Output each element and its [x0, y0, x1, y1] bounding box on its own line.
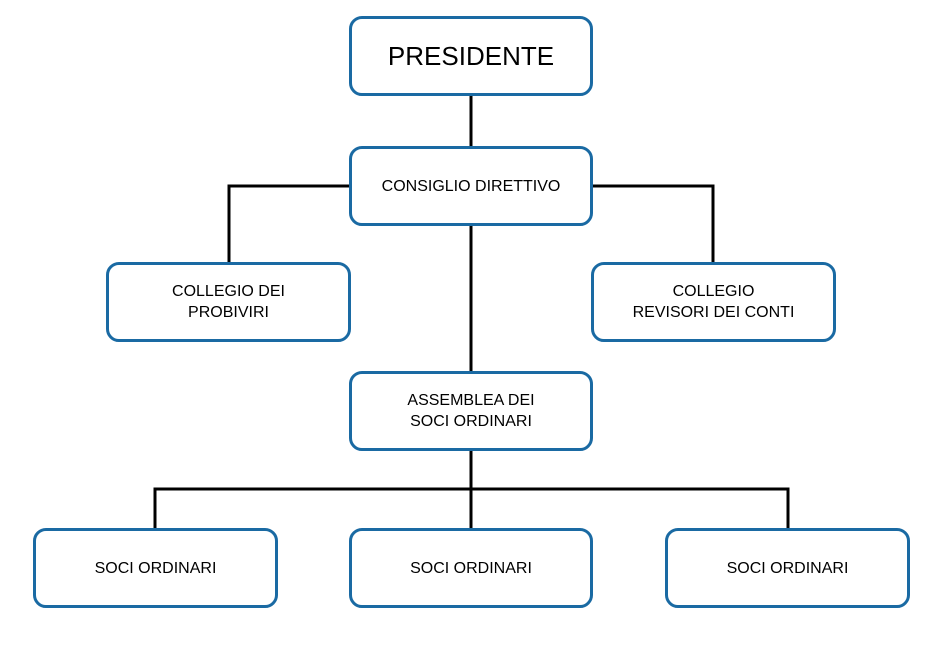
assemblea-label-line-1: ASSEMBLEA DEI — [407, 392, 535, 409]
soci-ordinari-box-1: SOCI ORDINARI — [33, 528, 278, 608]
soci-ordinari-label-1: SOCI ORDINARI — [95, 558, 217, 579]
collegio-probiviri-label-line-1: COLLEGIO DEI — [172, 283, 285, 300]
soci-ordinari-box-2: SOCI ORDINARI — [349, 528, 593, 608]
collegio-revisori-box: COLLEGIO REVISORI DEI CONTI — [591, 262, 836, 342]
collegio-revisori-label-line-1: COLLEGIO — [672, 283, 755, 300]
presidente-label-line: PRESIDENTE — [387, 41, 555, 71]
soci-ordinari-label-3: SOCI ORDINARI — [727, 558, 849, 579]
soci-ordinari-box-3: SOCI ORDINARI — [665, 528, 910, 608]
presidente-label: PRESIDENTE — [388, 41, 554, 71]
assemblea-box: ASSEMBLEA DEI SOCI ORDINARI — [349, 371, 593, 451]
collegio-probiviri-label-line-2: PROBIVIRI — [188, 304, 269, 321]
soci-ordinari-label-3-line: SOCI ORDINARI — [726, 559, 849, 577]
collegio-probiviri-box: COLLEGIO DEI PROBIVIRI — [106, 262, 351, 342]
assemblea-label: ASSEMBLEA DEI SOCI ORDINARI — [407, 390, 534, 432]
collegio-revisori-label-line-2: REVISORI DEI CONTI — [632, 304, 795, 321]
soci-ordinari-label-2-line: SOCI ORDINARI — [410, 559, 532, 577]
assemblea-label-line-2: SOCI ORDINARI — [410, 413, 532, 430]
collegio-revisori-label: COLLEGIO REVISORI DEI CONTI — [633, 281, 795, 323]
collegio-probiviri-label: COLLEGIO DEI PROBIVIRI — [172, 281, 285, 323]
soci-ordinari-label-1-line: SOCI ORDINARI — [94, 559, 217, 577]
consiglio-direttivo-label: CONSIGLIO DIRETTIVO — [382, 176, 561, 197]
soci-ordinari-label-2: SOCI ORDINARI — [410, 558, 532, 579]
consiglio-direttivo-box: CONSIGLIO DIRETTIVO — [349, 146, 593, 226]
presidente-box: PRESIDENTE — [349, 16, 593, 96]
consiglio-direttivo-label-line: CONSIGLIO DIRETTIVO — [381, 177, 561, 195]
